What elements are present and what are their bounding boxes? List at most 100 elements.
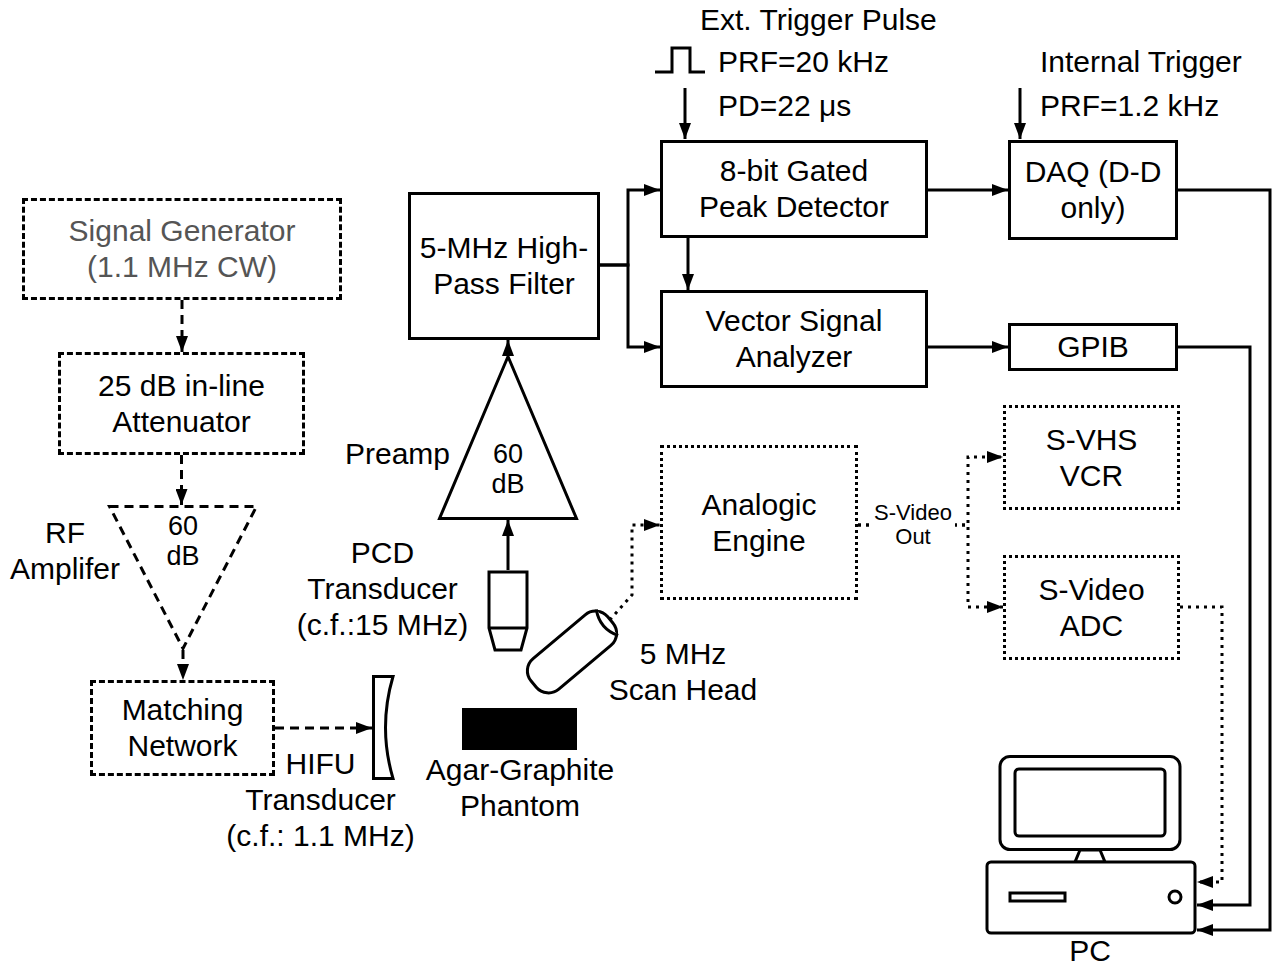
connector-arrow (928, 346, 1008, 349)
label-holder: PC (1040, 936, 1140, 966)
label-holder: 60 dB (153, 512, 213, 571)
process-box: 8-bit Gated Peak Detector (660, 140, 928, 238)
box-label: GPIB (1057, 329, 1129, 365)
pcd-transducer-outline (486, 570, 530, 652)
trigger-arrow (1019, 88, 1022, 139)
box-label: S-VHS VCR (1032, 422, 1152, 494)
shape-label: 5 MHz Scan Head (603, 636, 763, 708)
label-holder: PCD Transducer (c.f.:15 MHz) (280, 535, 485, 643)
shape-stroke (489, 572, 527, 650)
hifu-transducer: HIFU Transducer (c.f.: 1.1 MHz) (372, 675, 396, 780)
box-content: S-Video ADC (1006, 558, 1177, 657)
source-box: Matching Network (90, 680, 275, 776)
source-box: 25 dB in-line Attenuator (58, 352, 305, 455)
box-label: Signal Generator (1.1 MHz CW) (57, 213, 307, 285)
pcd-transducer: PCD Transducer (c.f.:15 MHz) (486, 570, 530, 652)
shape-label: Agar-Graphite Phantom (410, 752, 630, 824)
scan-head-outline (521, 605, 623, 699)
label-holder: Ext. Trigger Pulse (700, 2, 1000, 38)
box-content: 5-MHz High-Pass Filter (411, 195, 597, 337)
box-content: S-VHS VCR (1006, 408, 1177, 507)
shape-label: HIFU Transducer (c.f.: 1.1 MHz) (213, 746, 428, 854)
signal-label: PRF=1.2 kHz (1040, 88, 1219, 124)
phantom-block-outline (462, 708, 577, 750)
label-holder: Internal Trigger (1040, 44, 1280, 80)
shape-stroke (1010, 893, 1065, 901)
shape-label: PCD Transducer (c.f.:15 MHz) (280, 535, 485, 643)
trigger-pulse-symbol (655, 48, 705, 72)
connector-arrow (610, 525, 660, 620)
signal-label: Internal Trigger (1040, 44, 1242, 80)
shape-label: RF Amplifer (0, 515, 130, 587)
shape-stroke (592, 609, 618, 638)
connector-arrow (507, 520, 510, 570)
shape-stroke (521, 605, 623, 700)
connector-arrow (928, 189, 1008, 192)
shape-stroke (1169, 891, 1181, 903)
video-box: S-Video ADC (1003, 555, 1180, 660)
label-holder: PRF=20 kHz (718, 44, 968, 80)
shape-stroke (987, 862, 1195, 933)
box-label: 8-bit Gated Peak Detector (689, 153, 899, 225)
connector-arrow (181, 300, 184, 352)
process-box: 5-MHz High-Pass Filter (408, 192, 600, 340)
label-holder: Preamp (320, 436, 450, 472)
preamp-triangle: Preamp60 dB (438, 355, 578, 520)
shape-stroke (1000, 757, 1180, 850)
shape-stroke (1015, 769, 1165, 836)
label-holder: 5 MHz Scan Head (603, 636, 763, 708)
box-content: 25 dB in-line Attenuator (61, 355, 302, 452)
process-box: DAQ (D-D only) (1008, 140, 1178, 240)
video-box: S-VHS VCR (1003, 405, 1180, 510)
trigger-arrow (684, 88, 687, 139)
connector-arrow (600, 265, 660, 347)
box-label: Vector Signal Analyzer (674, 303, 914, 375)
box-content: Vector Signal Analyzer (663, 293, 925, 385)
box-content: GPIB (1011, 326, 1175, 368)
computer-icon: PC (985, 755, 1197, 940)
signal-label: S-Video Out (871, 501, 955, 549)
box-label: S-Video ADC (1027, 572, 1157, 644)
signal-label: PRF=20 kHz (718, 44, 889, 80)
shape-label: 60 dB (153, 512, 213, 571)
phantom-block: Agar-Graphite Phantom (462, 708, 577, 750)
box-label: DAQ (D-D only) (1018, 154, 1168, 226)
phantom-fill (462, 708, 577, 750)
connector-arrow (1178, 347, 1250, 905)
box-label: Matching Network (103, 692, 263, 764)
source-box: Signal Generator (1.1 MHz CW) (22, 198, 342, 300)
process-box: GPIB (1008, 323, 1178, 371)
connector-arrow (180, 455, 183, 505)
label-holder: HIFU Transducer (c.f.: 1.1 MHz) (213, 746, 428, 854)
box-content: Signal Generator (1.1 MHz CW) (25, 201, 339, 297)
shape-stroke (440, 357, 577, 519)
shape-stroke (1075, 850, 1105, 862)
shape-stroke (489, 627, 527, 630)
connector-arrow (182, 650, 185, 680)
connector-arrow (1178, 190, 1270, 930)
box-content: 8-bit Gated Peak Detector (663, 143, 925, 235)
signal-label: Ext. Trigger Pulse (700, 2, 937, 38)
box-content: DAQ (D-D only) (1011, 143, 1175, 237)
shape-stroke (110, 507, 257, 649)
shape-stroke (374, 677, 394, 779)
label-holder: S-Video Out (863, 501, 963, 549)
box-content: Analogic Engine (663, 448, 855, 597)
label-holder: PRF=1.2 kHz (1040, 88, 1280, 124)
connector-arrow (275, 727, 372, 730)
shape-label: 60 dB (478, 440, 538, 499)
amplifier-triangle: RF Amplifer60 dB (108, 505, 258, 650)
computer-icon-outline (985, 755, 1197, 940)
video-box: Analogic Engine (660, 445, 858, 600)
label-holder: Agar-Graphite Phantom (410, 752, 630, 824)
box-label: 5-MHz High-Pass Filter (419, 230, 589, 302)
label-holder: PD=22 μs (718, 88, 968, 124)
hifu-transducer-outline (372, 675, 396, 780)
connector-arrow (687, 238, 690, 290)
box-label: 25 dB in-line Attenuator (82, 368, 282, 440)
label-holder: 60 dB (478, 440, 538, 499)
shape-label: Preamp (320, 436, 450, 472)
scan-head: 5 MHz Scan Head (521, 605, 623, 699)
signal-label: PD=22 μs (718, 88, 851, 124)
